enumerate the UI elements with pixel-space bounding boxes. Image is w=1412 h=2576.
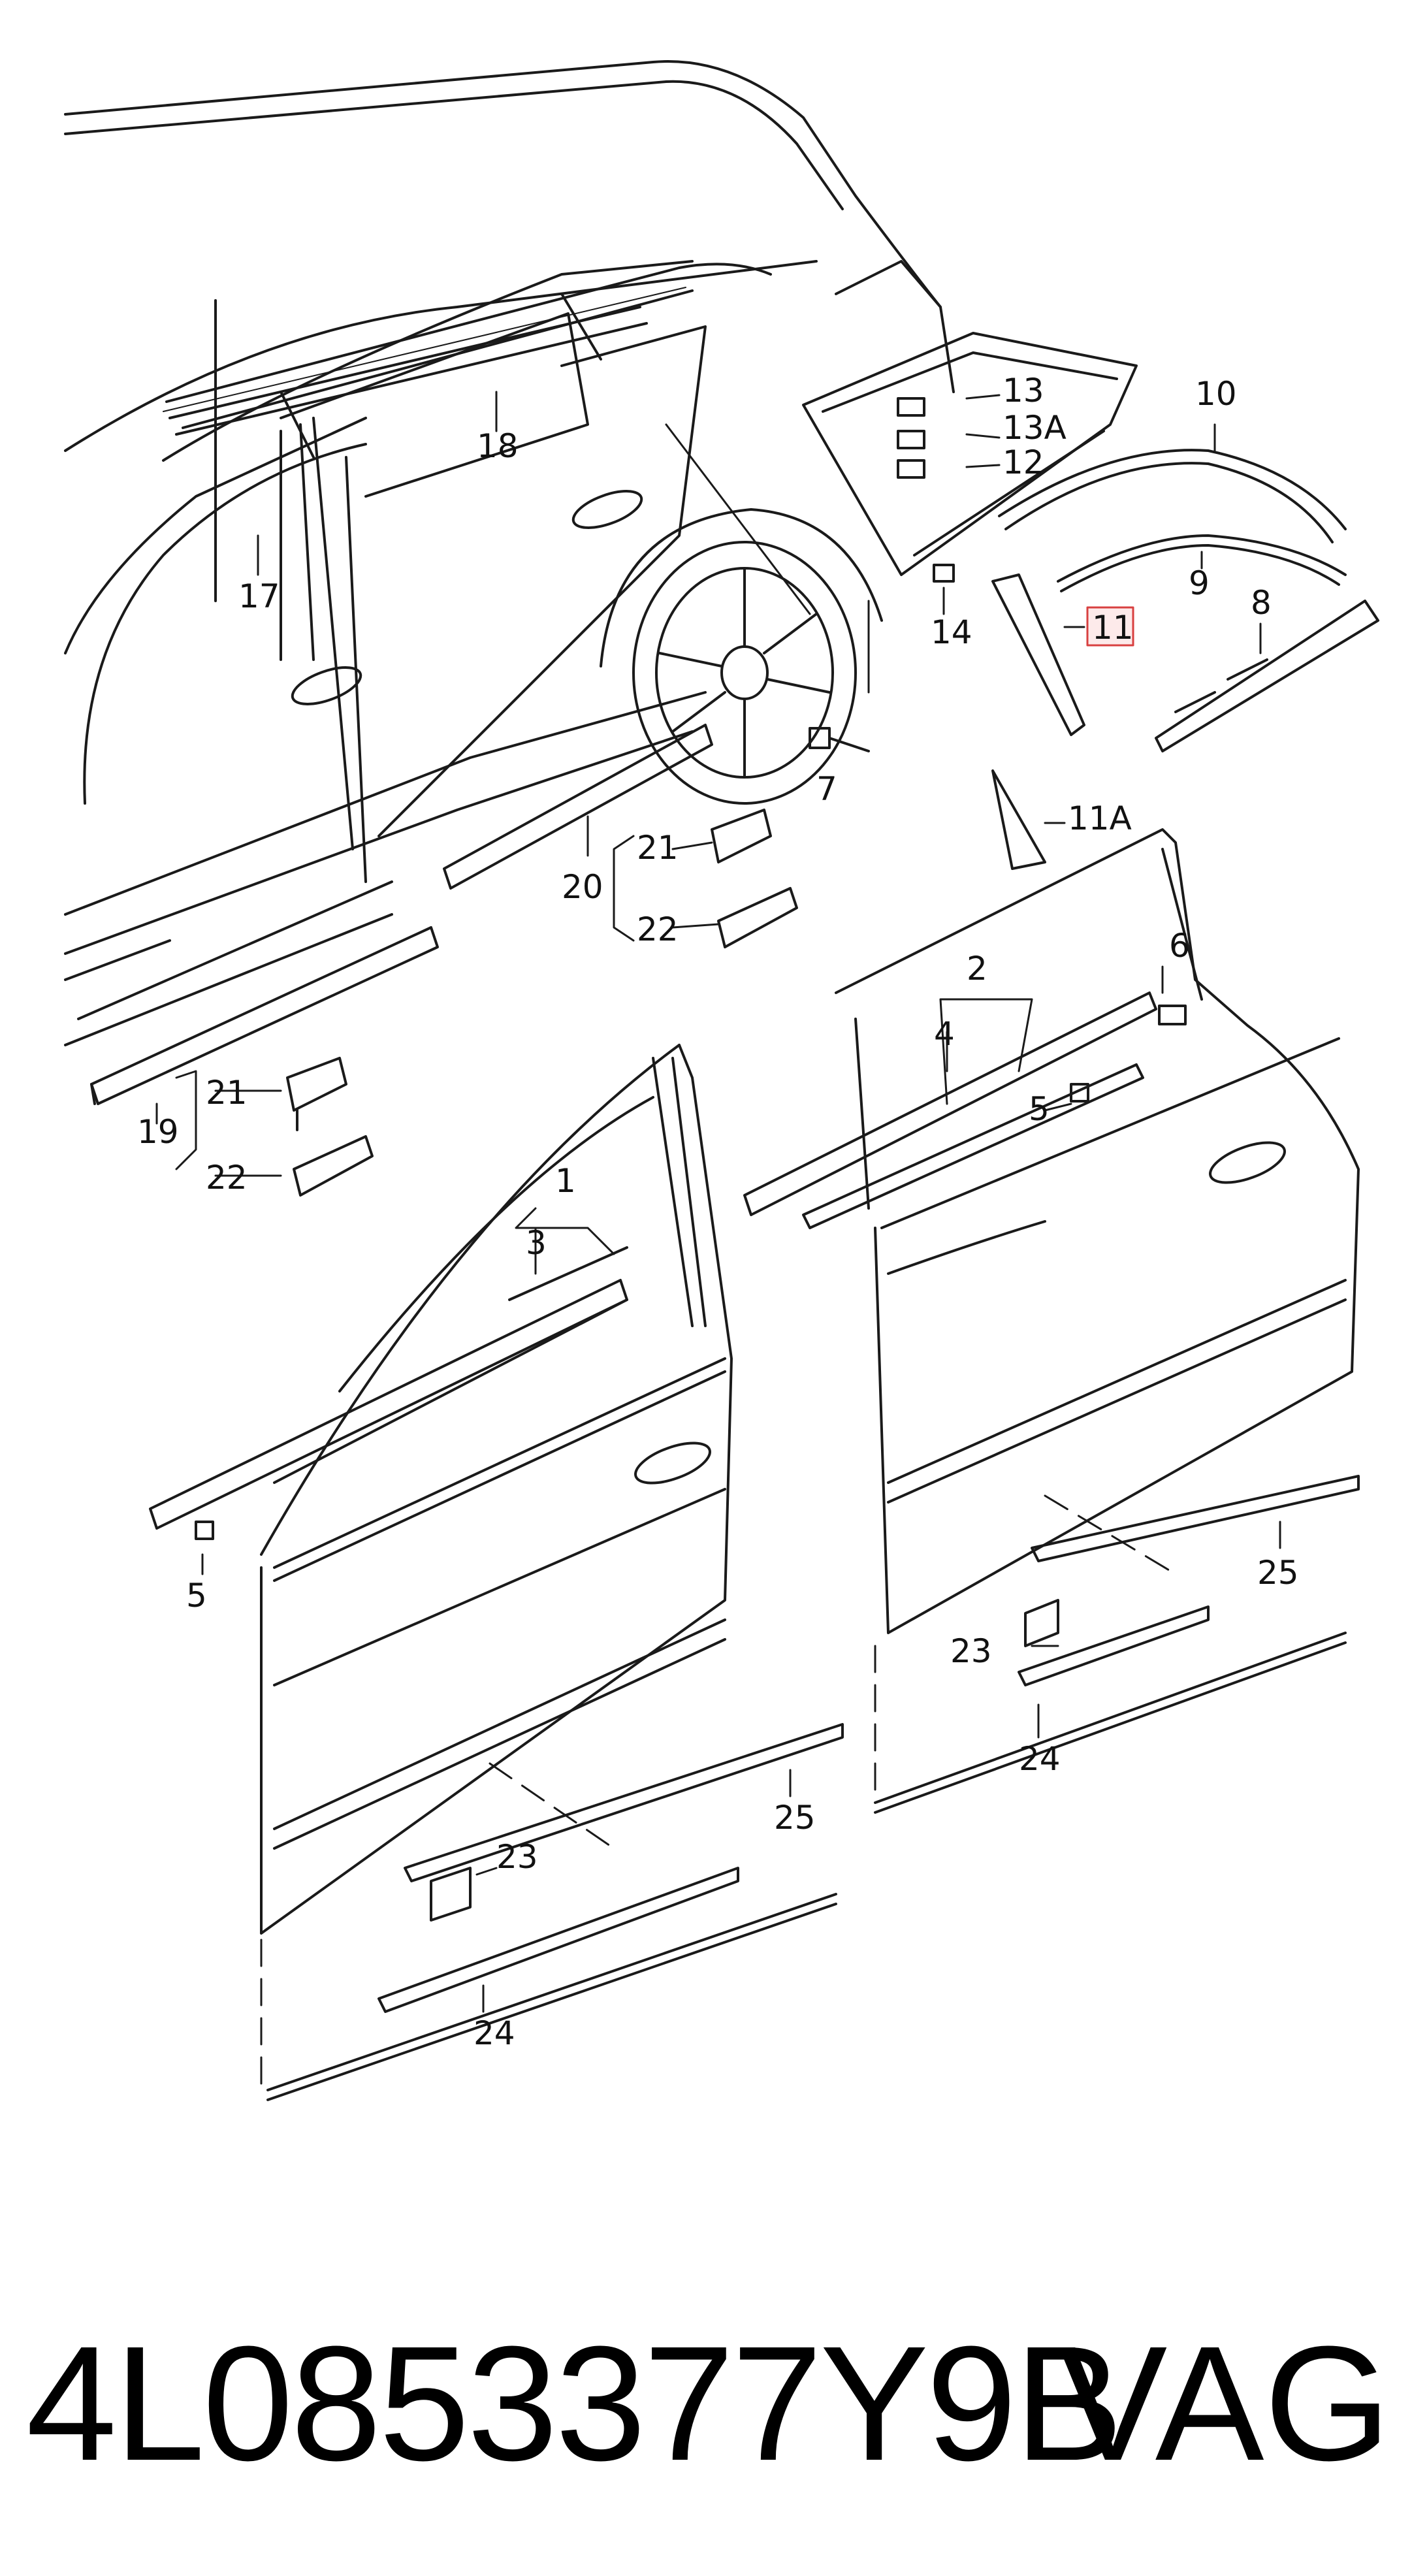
clips-group-left bbox=[286, 1057, 374, 1197]
dash-lines bbox=[260, 1494, 1177, 2091]
front-window-strip bbox=[149, 1246, 628, 1530]
rear-door-sill-24 bbox=[874, 1605, 1347, 1814]
clip-13a bbox=[897, 430, 925, 449]
callouts: 13 13A 12 10 9 8 11 14 7 11A 18 17 20 21… bbox=[137, 372, 1299, 2052]
leader-lines bbox=[155, 391, 1281, 2013]
front-clip-5 bbox=[195, 1521, 214, 1540]
rear-quarter-frame bbox=[802, 332, 1138, 576]
front-door-emblem-23 bbox=[430, 1867, 472, 1922]
callout-12: 12 bbox=[1003, 443, 1044, 481]
callout-2: 2 bbox=[967, 950, 987, 988]
callout-1: 1 bbox=[555, 1162, 576, 1200]
callout-25-rear: 25 bbox=[1257, 1554, 1299, 1592]
callout-20: 20 bbox=[562, 868, 603, 906]
footer: 4L0853377Y9B VAG bbox=[26, 2312, 1391, 2495]
callout-5-front: 5 bbox=[186, 1577, 207, 1615]
highlight-box-11 bbox=[1086, 606, 1134, 647]
brand: VAG bbox=[1058, 2312, 1391, 2494]
roof-rail bbox=[163, 287, 686, 459]
callout-18: 18 bbox=[477, 427, 519, 465]
callout-23-front: 23 bbox=[496, 1838, 538, 1876]
callout-21-right: 21 bbox=[637, 829, 679, 867]
rear-window-frame bbox=[280, 312, 589, 661]
callout-13a: 13A bbox=[1003, 409, 1067, 447]
trim-strip-11 bbox=[991, 573, 1085, 736]
callout-10: 10 bbox=[1195, 375, 1237, 413]
front-door-sill-24 bbox=[266, 1867, 837, 2101]
wheel bbox=[600, 508, 883, 805]
bolt-7 bbox=[809, 727, 870, 752]
callout-8: 8 bbox=[1251, 584, 1272, 622]
callout-11: 11 bbox=[1092, 609, 1134, 647]
rear-clip-5 bbox=[1070, 1083, 1089, 1103]
callout-13: 13 bbox=[1003, 372, 1044, 410]
clip-14 bbox=[933, 564, 955, 583]
door-handle-upper-front bbox=[291, 666, 362, 705]
callout-4: 4 bbox=[934, 1015, 955, 1053]
callout-23-rear: 23 bbox=[950, 1632, 992, 1670]
sill-moulding-19 bbox=[90, 926, 439, 1105]
callout-5-rear: 5 bbox=[1029, 1090, 1050, 1128]
rear-door-emblem-23 bbox=[1024, 1599, 1059, 1647]
callout-22-right: 22 bbox=[637, 910, 679, 948]
wheel-arch-trim-10 bbox=[998, 449, 1347, 543]
front-door bbox=[260, 1044, 733, 1935]
callout-11a: 11A bbox=[1068, 799, 1132, 837]
clip-13 bbox=[897, 397, 925, 417]
callout-14: 14 bbox=[931, 613, 972, 651]
callout-9: 9 bbox=[1189, 564, 1210, 602]
door-handle-upper-rear bbox=[571, 490, 643, 529]
clips-group-right bbox=[711, 809, 798, 948]
callout-24-front: 24 bbox=[473, 2014, 515, 2052]
part-number: 4L0853377Y9B bbox=[26, 2312, 1123, 2494]
clip-12 bbox=[897, 459, 925, 479]
callout-25-front: 25 bbox=[774, 1799, 816, 1837]
callout-7: 7 bbox=[816, 770, 837, 808]
callout-6: 6 bbox=[1169, 927, 1190, 965]
front-door-sill-25 bbox=[404, 1723, 844, 1882]
rear-window-strip bbox=[743, 991, 1187, 1229]
callout-19: 19 bbox=[137, 1113, 179, 1151]
callout-3: 3 bbox=[526, 1224, 547, 1262]
wheel-arch-trim-8 bbox=[1155, 600, 1379, 752]
sill-moulding-20 bbox=[443, 724, 713, 890]
callout-22-left: 22 bbox=[206, 1159, 248, 1197]
vehicle-body bbox=[64, 60, 955, 1046]
callout-17: 17 bbox=[238, 577, 280, 615]
callout-21-left: 21 bbox=[206, 1074, 248, 1112]
trim-11a bbox=[991, 769, 1046, 870]
wheel-arch-trim-9 bbox=[1057, 534, 1347, 592]
callout-24-rear: 24 bbox=[1019, 1740, 1061, 1778]
rear-door-sill-25 bbox=[1031, 1475, 1360, 1562]
rear-door bbox=[835, 828, 1360, 1634]
